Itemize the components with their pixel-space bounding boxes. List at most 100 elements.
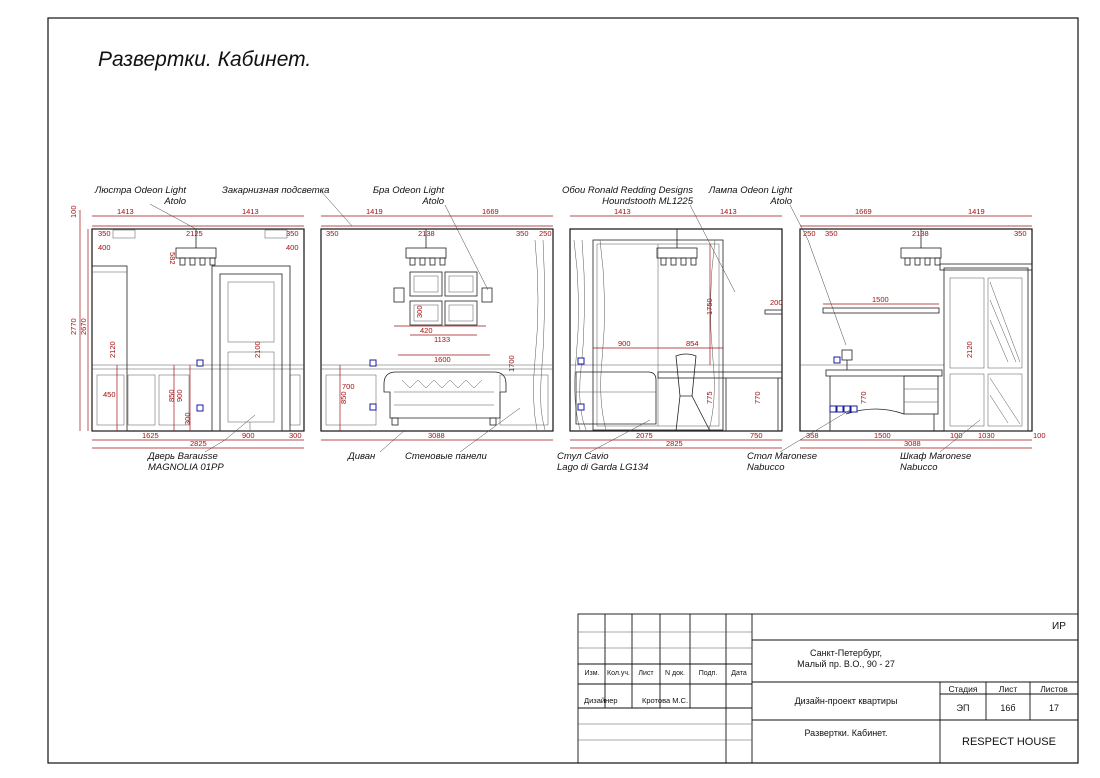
svg-text:700: 700 bbox=[342, 382, 355, 391]
chandelier-4 bbox=[900, 247, 942, 259]
svg-text:2138: 2138 bbox=[912, 229, 929, 238]
picture-frame bbox=[444, 271, 478, 297]
tb-sheet-header: Лист bbox=[998, 684, 1018, 694]
svg-text:1750: 1750 bbox=[705, 298, 714, 315]
svg-text:350: 350 bbox=[326, 229, 339, 238]
chair bbox=[675, 353, 697, 397]
outlet-icon bbox=[850, 405, 858, 413]
svg-text:350: 350 bbox=[98, 229, 111, 238]
svg-text:900: 900 bbox=[175, 389, 184, 402]
svg-text:350: 350 bbox=[1014, 229, 1027, 238]
lamp bbox=[841, 349, 853, 361]
svg-text:350: 350 bbox=[825, 229, 838, 238]
outlet-icon bbox=[196, 359, 204, 367]
window-frame bbox=[592, 239, 724, 431]
picture-frame bbox=[409, 300, 443, 326]
outlet-icon bbox=[369, 359, 377, 367]
svg-text:854: 854 bbox=[686, 339, 699, 348]
svg-text:100: 100 bbox=[1033, 431, 1046, 440]
svg-text:770: 770 bbox=[859, 391, 868, 404]
elevation-4 bbox=[799, 228, 1033, 432]
svg-text:775: 775 bbox=[705, 391, 714, 404]
svg-text:420: 420 bbox=[420, 326, 433, 335]
tb-stage-header: Стадия bbox=[948, 684, 978, 694]
tb-designer-role: Дизайнер bbox=[584, 696, 618, 705]
svg-text:850: 850 bbox=[339, 391, 348, 404]
desk-top bbox=[657, 371, 783, 379]
svg-text:350: 350 bbox=[286, 229, 299, 238]
svg-text:850: 850 bbox=[167, 389, 176, 402]
svg-text:2075: 2075 bbox=[636, 431, 653, 440]
elevation-4-dimensions: 1669 1419 250 350 2138 350 1500 2120 770… bbox=[800, 207, 1046, 449]
elevation-3-dimensions: 1413 1413 1750 900 854 775 770 200 2075 … bbox=[570, 207, 783, 449]
outlet-icon bbox=[196, 404, 204, 412]
outlet-icon bbox=[843, 405, 851, 413]
tb-col-ndoc: N док. bbox=[665, 670, 685, 677]
svg-text:900: 900 bbox=[618, 339, 631, 348]
svg-text:100: 100 bbox=[69, 205, 78, 218]
svg-text:1413: 1413 bbox=[720, 207, 737, 216]
door-leaf bbox=[219, 273, 283, 432]
vent-grille-left bbox=[112, 229, 136, 239]
chandelier-1 bbox=[175, 247, 217, 259]
picture-frame bbox=[409, 271, 443, 297]
tb-col-izm: Изм. bbox=[584, 670, 600, 677]
chandelier-3 bbox=[656, 247, 698, 259]
svg-text:582: 582 bbox=[168, 252, 177, 265]
tb-stage: ЭП bbox=[956, 703, 970, 713]
tb-col-podp: Подп. bbox=[698, 670, 718, 677]
svg-text:1669: 1669 bbox=[482, 207, 499, 216]
callout-sofa: Диван bbox=[348, 451, 376, 462]
svg-text:1419: 1419 bbox=[366, 207, 383, 216]
wall-shelf bbox=[822, 307, 940, 314]
tb-designer-name: Кротова М.С. bbox=[642, 696, 689, 705]
sofa bbox=[383, 371, 507, 419]
svg-text:400: 400 bbox=[98, 243, 111, 252]
chandelier-2 bbox=[405, 247, 447, 259]
svg-text:3088: 3088 bbox=[904, 439, 921, 448]
elevation-2-wall bbox=[320, 228, 554, 432]
elevation-1-dimensions: 1413 1413 350 2125 350 400 400 100 2770 … bbox=[69, 205, 304, 449]
tb-sheet-no: 16б bbox=[1000, 703, 1016, 713]
svg-text:2770: 2770 bbox=[69, 318, 78, 335]
outlet-icon bbox=[577, 403, 585, 411]
svg-text:1133: 1133 bbox=[434, 335, 450, 344]
svg-text:350: 350 bbox=[516, 229, 529, 238]
svg-text:1413: 1413 bbox=[614, 207, 631, 216]
svg-text:450: 450 bbox=[103, 390, 116, 399]
svg-text:3088: 3088 bbox=[428, 431, 445, 440]
outlet-icon bbox=[836, 405, 844, 413]
tb-sheets-header: Листов bbox=[1040, 684, 1068, 694]
sconce-right bbox=[481, 287, 493, 303]
svg-text:300: 300 bbox=[415, 305, 424, 318]
svg-text:200: 200 bbox=[770, 298, 783, 307]
svg-text:1419: 1419 bbox=[968, 207, 985, 216]
svg-text:1030: 1030 bbox=[978, 431, 995, 440]
outlet-icon bbox=[369, 403, 377, 411]
sofa-side bbox=[575, 371, 657, 425]
callout-wall-panels: Стеновые панели bbox=[405, 451, 487, 462]
svg-text:1500: 1500 bbox=[874, 431, 891, 440]
svg-text:770: 770 bbox=[753, 391, 762, 404]
svg-text:1700: 1700 bbox=[507, 355, 516, 372]
left-column bbox=[91, 265, 128, 432]
elevation-4-wall bbox=[799, 228, 1033, 432]
svg-text:250: 250 bbox=[803, 229, 816, 238]
svg-text:750: 750 bbox=[750, 431, 763, 440]
sheet-frame bbox=[47, 17, 1079, 764]
desk bbox=[825, 369, 943, 377]
tb-sheets-total: 17 bbox=[1048, 703, 1059, 713]
leader-lines bbox=[149, 189, 981, 453]
svg-text:2138: 2138 bbox=[418, 229, 435, 238]
door-frame bbox=[211, 265, 291, 432]
sheet-title: Развертки. Кабинет. bbox=[98, 48, 312, 71]
tb-address: Санкт-Петербург,Малый пр. В.О., 90 - 27 bbox=[797, 648, 895, 669]
